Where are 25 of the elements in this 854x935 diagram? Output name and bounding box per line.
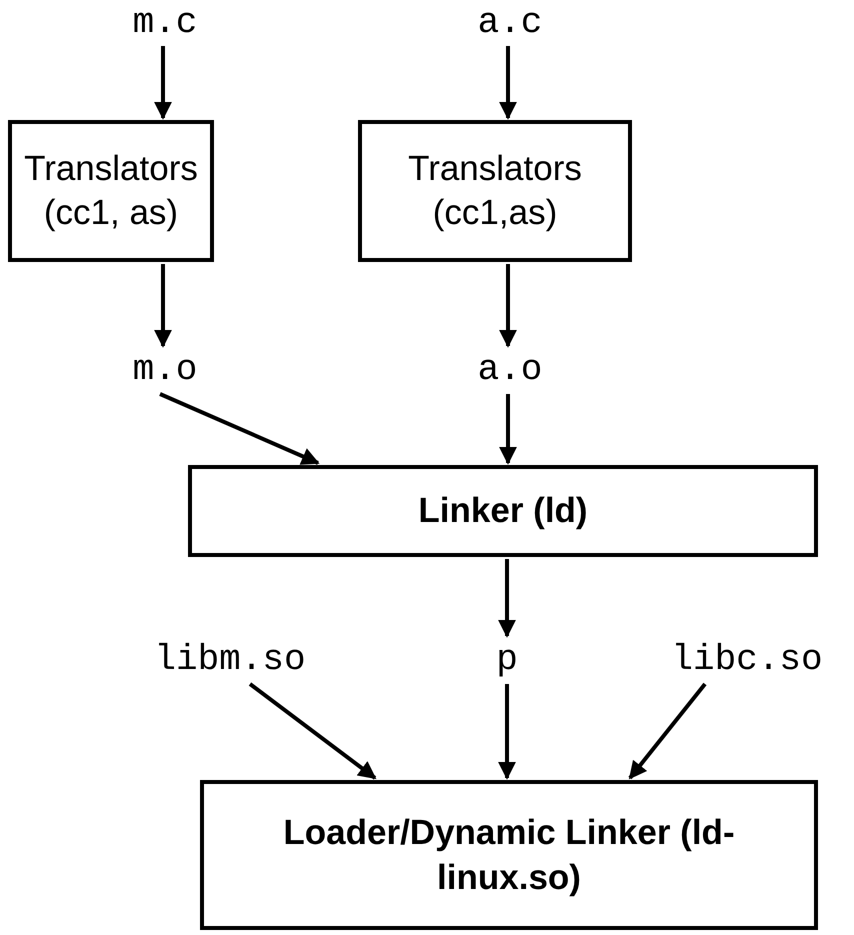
arrow <box>499 394 517 465</box>
file-name: p <box>482 638 532 682</box>
file-name: a.o <box>470 348 550 392</box>
arrow <box>248 682 376 780</box>
box-label: Linker (ld) <box>418 490 588 532</box>
arrow <box>498 684 516 780</box>
file-name: libm.so <box>145 638 315 682</box>
process-box <box>8 120 214 262</box>
file-name: m.c <box>125 2 205 44</box>
file-name: m.o <box>125 348 205 392</box>
process-box <box>358 120 632 262</box>
arrow <box>159 392 320 465</box>
process-box <box>188 465 818 557</box>
box-label: Loader/Dynamic Linker (ld-linux.so) <box>282 812 736 899</box>
arrow <box>498 559 516 638</box>
box-label: Translators (cc1,as) <box>407 148 583 234</box>
arrow <box>154 264 172 348</box>
arrow <box>499 264 517 348</box>
box-label: Translators (cc1, as) <box>24 148 198 234</box>
arrow <box>499 46 517 120</box>
file-name: a.c <box>470 2 550 44</box>
process-box <box>200 780 818 930</box>
arrow <box>628 682 707 780</box>
arrow <box>154 46 172 120</box>
file-name: libc.so <box>662 638 832 682</box>
